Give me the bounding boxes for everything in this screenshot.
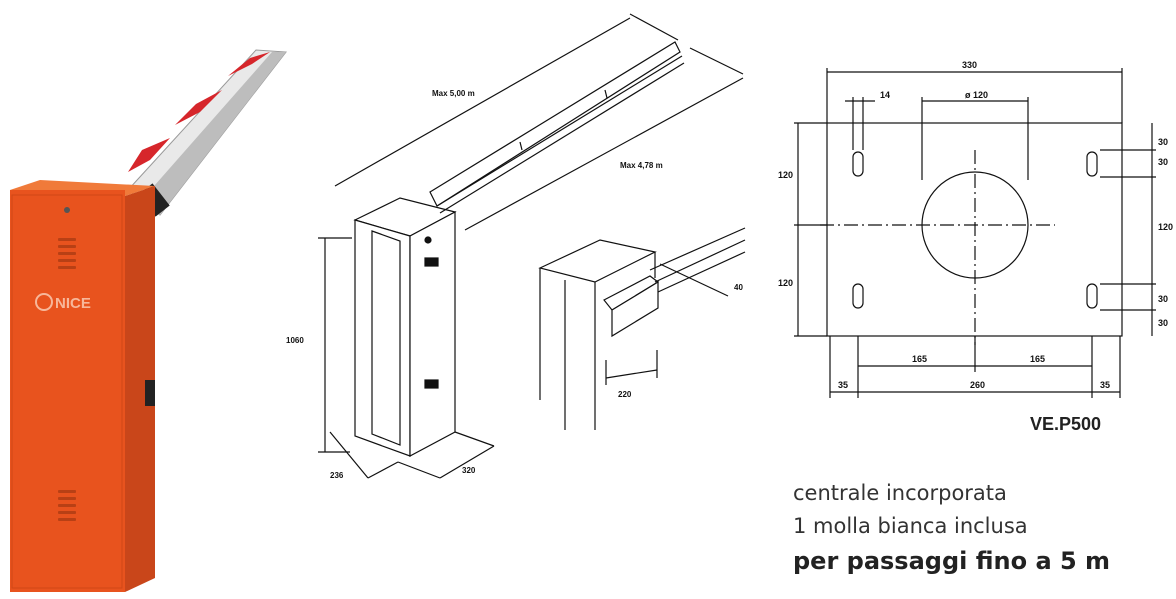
svg-text:30: 30 bbox=[1158, 294, 1168, 304]
isometric-dimensions: Max 5,00 m Max 4,78 m 1060 236 320 40 22… bbox=[286, 89, 743, 480]
caption-line-2: 1 molla bianca inclusa bbox=[793, 514, 1028, 538]
caption-line-3: per passaggi fino a 5 m bbox=[793, 547, 1111, 575]
barrier-photo: NICE bbox=[10, 49, 287, 592]
svg-text:330: 330 bbox=[962, 60, 977, 70]
brand-logo: NICE bbox=[35, 293, 91, 312]
foundation-plate-drawing bbox=[794, 68, 1156, 398]
svg-text:35: 35 bbox=[838, 380, 848, 390]
svg-text:165: 165 bbox=[912, 354, 927, 364]
svg-text:ø 120: ø 120 bbox=[965, 90, 988, 100]
svg-text:30: 30 bbox=[1158, 318, 1168, 328]
svg-text:120: 120 bbox=[778, 170, 793, 180]
svg-text:165: 165 bbox=[1030, 354, 1045, 364]
svg-text:Max 5,00 m: Max 5,00 m bbox=[432, 89, 475, 98]
svg-text:220: 220 bbox=[618, 390, 632, 399]
svg-text:320: 320 bbox=[462, 466, 476, 475]
svg-text:260: 260 bbox=[970, 380, 985, 390]
svg-text:120: 120 bbox=[778, 278, 793, 288]
svg-text:30: 30 bbox=[1158, 157, 1168, 167]
svg-text:1060: 1060 bbox=[286, 336, 304, 345]
plate-model-label: VE.P500 bbox=[1030, 414, 1101, 434]
svg-text:30: 30 bbox=[1158, 137, 1168, 147]
isometric-drawing bbox=[318, 13, 746, 479]
svg-text:14: 14 bbox=[880, 90, 890, 100]
svg-text:120: 120 bbox=[1158, 222, 1173, 232]
svg-text:Max 4,78 m: Max 4,78 m bbox=[620, 161, 663, 170]
svg-text:40: 40 bbox=[734, 283, 743, 292]
svg-text:236: 236 bbox=[330, 471, 344, 480]
svg-text:NICE: NICE bbox=[55, 295, 91, 312]
caption-line-1: centrale incorporata bbox=[793, 481, 1007, 505]
svg-text:35: 35 bbox=[1100, 380, 1110, 390]
plate-dimensions: 330 14 ø 120 120 120 30 30 120 30 30 165… bbox=[778, 60, 1173, 434]
